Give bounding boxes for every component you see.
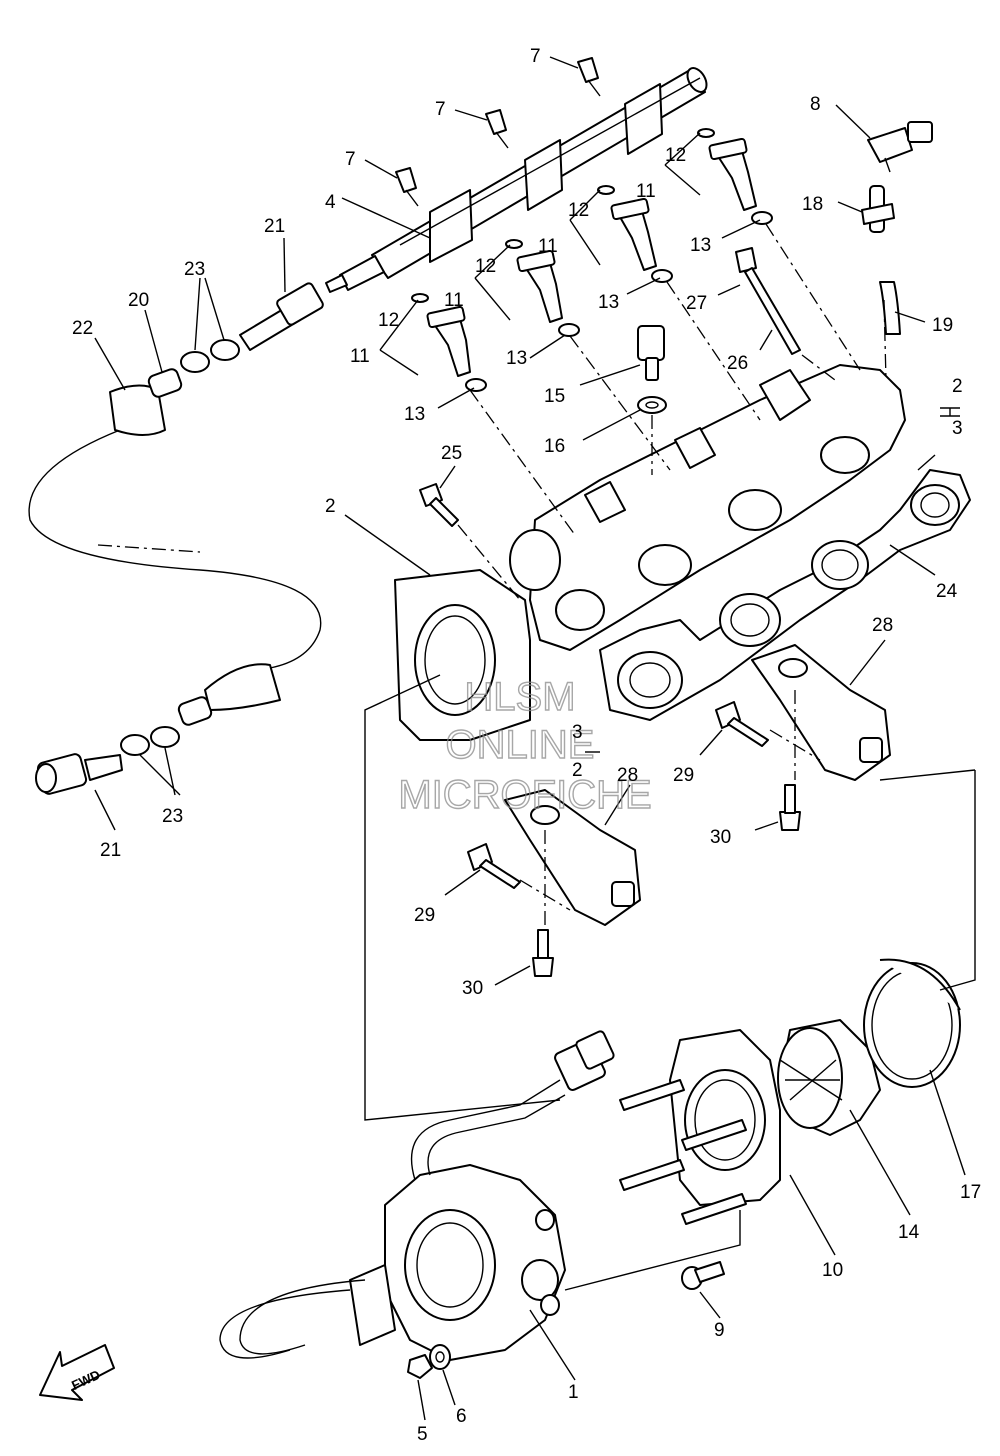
callout-8: 8 xyxy=(810,94,821,115)
stay-28-right xyxy=(751,644,891,781)
bolt-29-right xyxy=(715,701,769,747)
callout-13: 13 xyxy=(404,404,425,425)
spacer-10 xyxy=(619,1029,781,1225)
watermark-line-2: ONLINE xyxy=(446,723,595,767)
callout-20: 20 xyxy=(128,290,149,311)
callout-13: 13 xyxy=(690,235,711,256)
callout-7: 7 xyxy=(435,99,446,120)
callout-28: 28 xyxy=(617,765,638,786)
callout-3: 3 xyxy=(572,722,583,743)
bolt-25 xyxy=(419,483,459,527)
watermark: HLSM ONLINE MICROFICHE xyxy=(398,674,653,817)
intake-manifold xyxy=(509,364,971,721)
seal-17 xyxy=(863,958,961,1088)
callout-5: 5 xyxy=(417,1424,428,1445)
callout-4: 4 xyxy=(325,192,336,213)
bolt-29-left xyxy=(467,843,521,889)
callout-30: 30 xyxy=(462,978,483,999)
watermark-line-3: MICROFICHE xyxy=(398,773,651,817)
callout-9: 9 xyxy=(714,1320,725,1341)
rail-bolt-7b xyxy=(485,109,509,149)
hose-19 xyxy=(879,281,901,335)
bolt-30-right xyxy=(779,784,801,831)
injector-2 xyxy=(505,239,580,337)
rail-bolt-7a xyxy=(577,57,601,97)
callout-6: 6 xyxy=(456,1406,467,1427)
callout-11: 11 xyxy=(636,181,656,202)
callout-24: 24 xyxy=(936,581,958,602)
arrow-down-left-icon xyxy=(39,1344,115,1401)
sensor-8 xyxy=(867,121,933,173)
callout-13: 13 xyxy=(598,292,619,313)
callout-leaders xyxy=(94,56,966,1421)
callout-7: 7 xyxy=(530,46,541,67)
callout-17: 17 xyxy=(960,1182,981,1203)
callout-18: 18 xyxy=(802,194,823,215)
rail-bolt-7c xyxy=(395,167,419,207)
sensor-15 xyxy=(637,325,665,381)
callout-21: 21 xyxy=(100,840,121,861)
callout-19: 19 xyxy=(932,315,953,336)
callout-23: 23 xyxy=(162,806,183,827)
callout-12: 12 xyxy=(475,256,496,277)
nut-5 xyxy=(407,1354,433,1379)
callout-16: 16 xyxy=(544,436,565,457)
fuel-hose-assembly xyxy=(28,282,324,795)
bolt-9 xyxy=(681,1261,725,1290)
callout-26: 26 xyxy=(727,353,748,374)
callout-2: 2 xyxy=(572,760,583,781)
fitting-18 xyxy=(861,185,895,233)
callout-3: 3 xyxy=(952,418,963,439)
callout-10: 10 xyxy=(822,1260,843,1281)
callout-14: 14 xyxy=(898,1222,920,1243)
injector-4 xyxy=(697,128,773,225)
callout-11: 11 xyxy=(444,290,464,311)
callout-2: 2 xyxy=(325,496,336,517)
callout-11: 11 xyxy=(350,346,370,367)
callout-27: 27 xyxy=(686,293,707,314)
washer-16 xyxy=(637,396,667,414)
callout-21: 21 xyxy=(264,216,285,237)
callout-15: 15 xyxy=(544,386,565,407)
callout-2: 2 xyxy=(952,376,963,397)
callout-11: 11 xyxy=(538,236,558,257)
washer-6 xyxy=(429,1344,451,1370)
injector-3 xyxy=(597,185,673,283)
fwd-indicator: FWD xyxy=(39,1344,115,1401)
watermark-line-1: HLSM xyxy=(464,675,575,719)
gasket-2 xyxy=(394,569,531,741)
bolt-27 xyxy=(735,247,801,355)
injector-1 xyxy=(411,293,487,392)
callout-12: 12 xyxy=(568,200,589,221)
callout-1: 1 xyxy=(568,1382,579,1403)
callout-labels: 1 2 2 2 3 3 4 5 6 7 7 7 8 9 10 11 11 11 … xyxy=(72,46,981,1445)
callout-23: 23 xyxy=(184,259,205,280)
screen-14 xyxy=(777,1019,881,1136)
callout-12: 12 xyxy=(378,310,399,331)
bolt-30-left xyxy=(532,929,554,977)
callout-7: 7 xyxy=(345,149,356,170)
callout-13: 13 xyxy=(506,348,527,369)
callout-12: 12 xyxy=(665,145,686,166)
callout-29: 29 xyxy=(414,905,435,926)
callout-30: 30 xyxy=(710,827,731,848)
callout-25: 25 xyxy=(441,443,462,464)
reference-lines xyxy=(97,223,976,1291)
throttle-body xyxy=(219,1030,615,1361)
callout-22: 22 xyxy=(72,318,93,339)
fuel-rail xyxy=(325,67,708,293)
callout-28: 28 xyxy=(872,615,893,636)
callout-29: 29 xyxy=(673,765,694,786)
